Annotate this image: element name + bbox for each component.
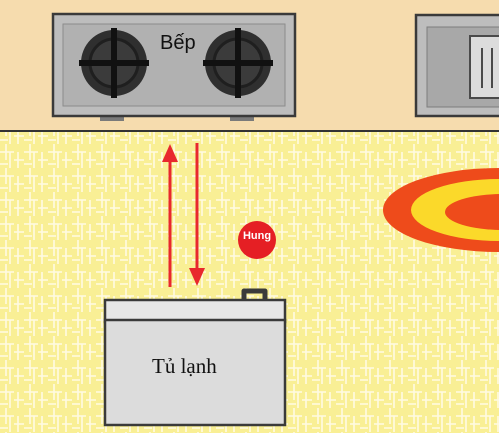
sink: [414, 13, 499, 118]
stove-label: Bếp: [160, 32, 196, 54]
stove: [51, 12, 297, 121]
refrigerator: [103, 288, 287, 427]
fridge-label: Tủ lạnh: [152, 354, 217, 378]
burner-icon: [79, 28, 149, 98]
down-arrow-icon: [189, 143, 205, 286]
person-dot-icon: [238, 221, 276, 259]
up-arrow-icon: [162, 144, 178, 287]
rug-icon: [383, 168, 499, 252]
burner-icon: [203, 28, 273, 98]
person-label: Hung: [242, 230, 272, 242]
